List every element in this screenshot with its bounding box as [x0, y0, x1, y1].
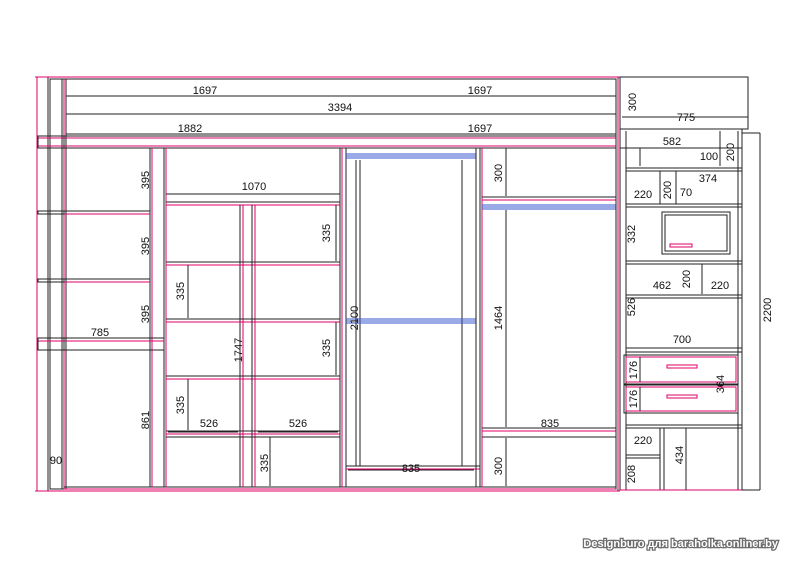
dim-right-835: 835: [541, 418, 559, 430]
dim-side-top-shelf: 582: [663, 136, 681, 148]
dim-mid-335-c: 335: [321, 339, 333, 357]
dimension-labels: 1697 1697 3394 1882 1697 300 775 582 100…: [50, 85, 774, 483]
dim-left-depth-785: 785: [91, 327, 109, 339]
dim-center-835: 835: [402, 463, 420, 475]
dim-mid-335-b: 335: [175, 282, 187, 300]
dim-side-box-100: 100: [700, 151, 718, 163]
dim-base-90: 90: [50, 455, 62, 467]
dim-top-box-height: 300: [627, 93, 639, 111]
dim-top-left-width: 1697: [193, 85, 217, 97]
dim-right-1464: 1464: [493, 306, 505, 330]
dim-mid-335-d: 335: [175, 396, 187, 414]
dim-right-300-top: 300: [493, 164, 505, 182]
dim-drawer-176-a: 176: [628, 361, 640, 379]
middle-section: [166, 148, 347, 487]
dim-side-434: 434: [674, 446, 686, 464]
outer-frame: [35, 76, 620, 492]
dimension-lines: [40, 148, 687, 490]
dim-side-700: 700: [673, 334, 691, 346]
dim-total-width: 3394: [328, 102, 352, 114]
dim-side-70: 70: [680, 187, 692, 199]
dim-side-220-a: 220: [634, 189, 652, 201]
center-section: [346, 148, 483, 487]
dim-total-height: 2200: [762, 298, 774, 322]
dim-left-shelf-395-b: 395: [140, 237, 152, 255]
dim-side-220-c: 220: [634, 435, 652, 447]
dim-center-2100: 2100: [349, 306, 361, 330]
dim-drawer-176-b: 176: [628, 390, 640, 408]
side-unit: [619, 76, 761, 491]
dim-mid-width-1070: 1070: [242, 181, 266, 193]
dim-mid-335-a: 335: [321, 224, 333, 242]
watermark: Designburo для baraholka.onliner.by: [583, 538, 778, 550]
dim-side-332: 332: [626, 225, 638, 243]
dim-mid-335-e: 335: [259, 454, 271, 472]
dim-drawer-364: 364: [715, 375, 727, 393]
dim-side-unit-width: 775: [677, 112, 695, 124]
dim-left-shelf-395-a: 395: [140, 171, 152, 189]
dim-mid-526-a: 526: [200, 418, 218, 430]
dim-top-right-width: 1697: [468, 85, 492, 97]
dim-right-300-bottom: 300: [493, 457, 505, 475]
dim-side-box-200-top: 200: [725, 143, 737, 161]
dim-left-section-width: 1882: [178, 123, 202, 135]
dim-side-200-c: 200: [681, 270, 693, 288]
dim-side-208: 208: [626, 465, 638, 483]
dim-mid-526-b: 526: [289, 418, 307, 430]
dim-side-374: 374: [699, 173, 717, 185]
dim-side-200-b: 200: [662, 181, 674, 199]
dim-side-462: 462: [653, 280, 671, 292]
dim-right-section-width: 1697: [468, 123, 492, 135]
dim-mid-1747: 1747: [233, 338, 245, 362]
dim-left-bottom-861: 861: [140, 411, 152, 429]
top-dimension-bands: [37, 95, 616, 149]
dim-side-526: 526: [626, 298, 638, 316]
dim-left-shelf-395-c: 395: [140, 305, 152, 323]
dim-side-220-b: 220: [711, 280, 729, 292]
